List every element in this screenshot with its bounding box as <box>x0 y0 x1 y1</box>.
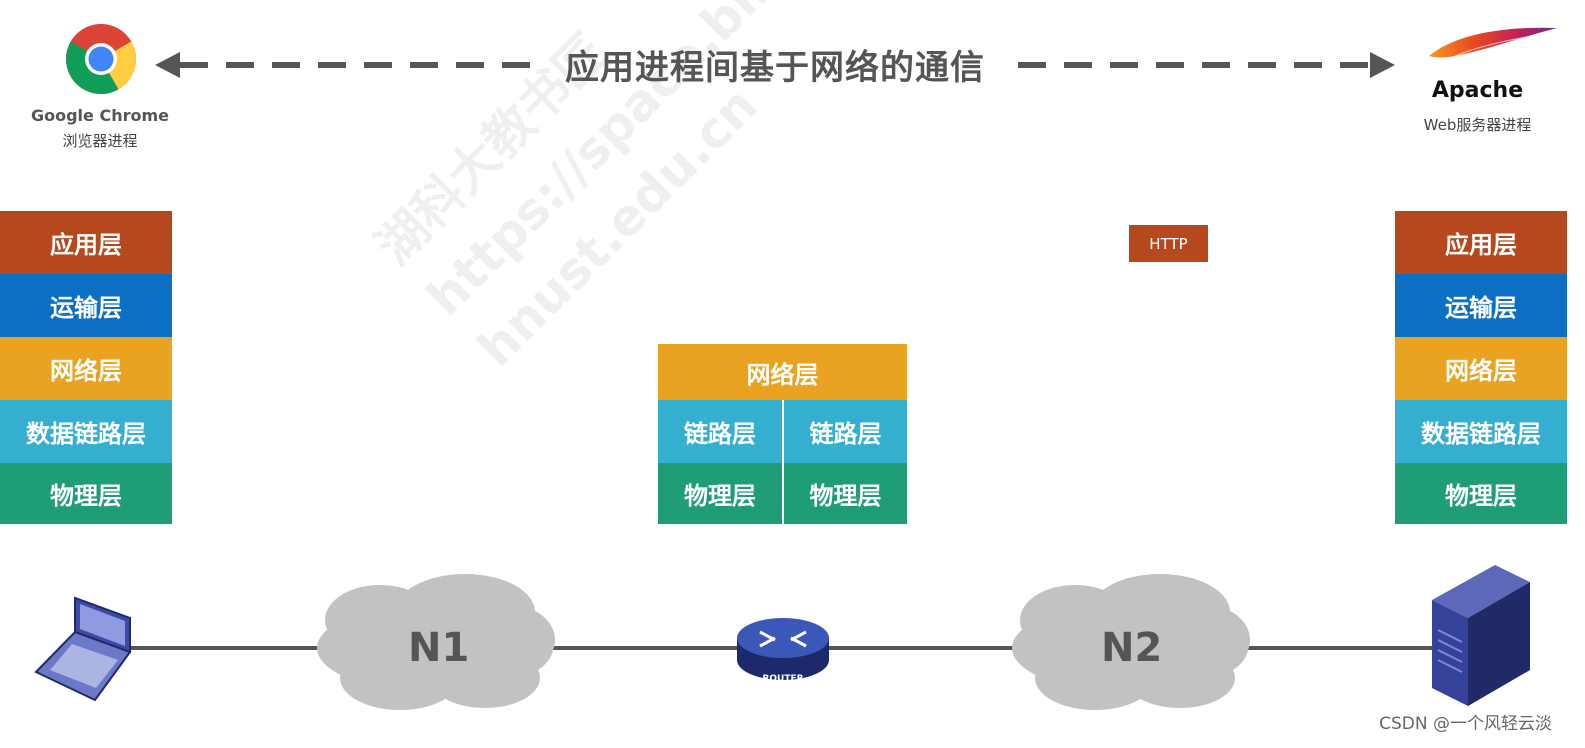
page-title: 应用进程间基于网络的通信 <box>565 48 985 88</box>
cloud-n1-icon <box>317 574 555 710</box>
network-topology: ROUTER <box>34 565 1530 710</box>
network-n1-label: N1 <box>408 625 470 671</box>
left-datalink-layer: 数据链路层 <box>0 400 172 463</box>
left-physical-layer: 物理层 <box>0 463 172 524</box>
cloud-n2-icon <box>1012 574 1250 710</box>
left-network-layer: 网络层 <box>0 337 172 400</box>
right-transport-layer: 运输层 <box>1395 274 1567 337</box>
router-label: ROUTER <box>762 674 803 684</box>
left-application-layer: 应用层 <box>0 211 172 274</box>
server-process-label: Web服务器进程 <box>1423 116 1532 134</box>
communication-arrow <box>155 52 1395 78</box>
right-datalink-layer: 数据链路层 <box>1395 400 1567 463</box>
router-icon: ROUTER <box>737 618 829 684</box>
right-application-layer: 应用层 <box>1395 211 1567 274</box>
router-link-layer-right: 链路层 <box>784 400 907 463</box>
client-app-name: Google Chrome <box>30 106 169 125</box>
http-protocol-tag: HTTP <box>1129 225 1208 262</box>
server-app-name: Apache <box>1431 78 1524 103</box>
network-n2-label: N2 <box>1101 625 1163 671</box>
laptop-icon <box>34 596 132 702</box>
left-transport-layer: 运输层 <box>0 274 172 337</box>
apache-feather-icon <box>1429 27 1557 58</box>
chrome-logo-icon <box>66 24 136 94</box>
right-network-layer: 网络层 <box>1395 337 1567 400</box>
right-physical-layer: 物理层 <box>1395 463 1567 524</box>
router-link-layer-left: 链路层 <box>658 400 782 463</box>
server-icon <box>1432 565 1530 706</box>
router-network-layer: 网络层 <box>658 344 907 400</box>
router-physical-layer-right: 物理层 <box>784 463 907 524</box>
client-process-label: 浏览器进程 <box>62 132 138 150</box>
credit-label: CSDN @一个风轻云淡 <box>1379 714 1552 734</box>
router-physical-layer-left: 物理层 <box>658 463 782 524</box>
